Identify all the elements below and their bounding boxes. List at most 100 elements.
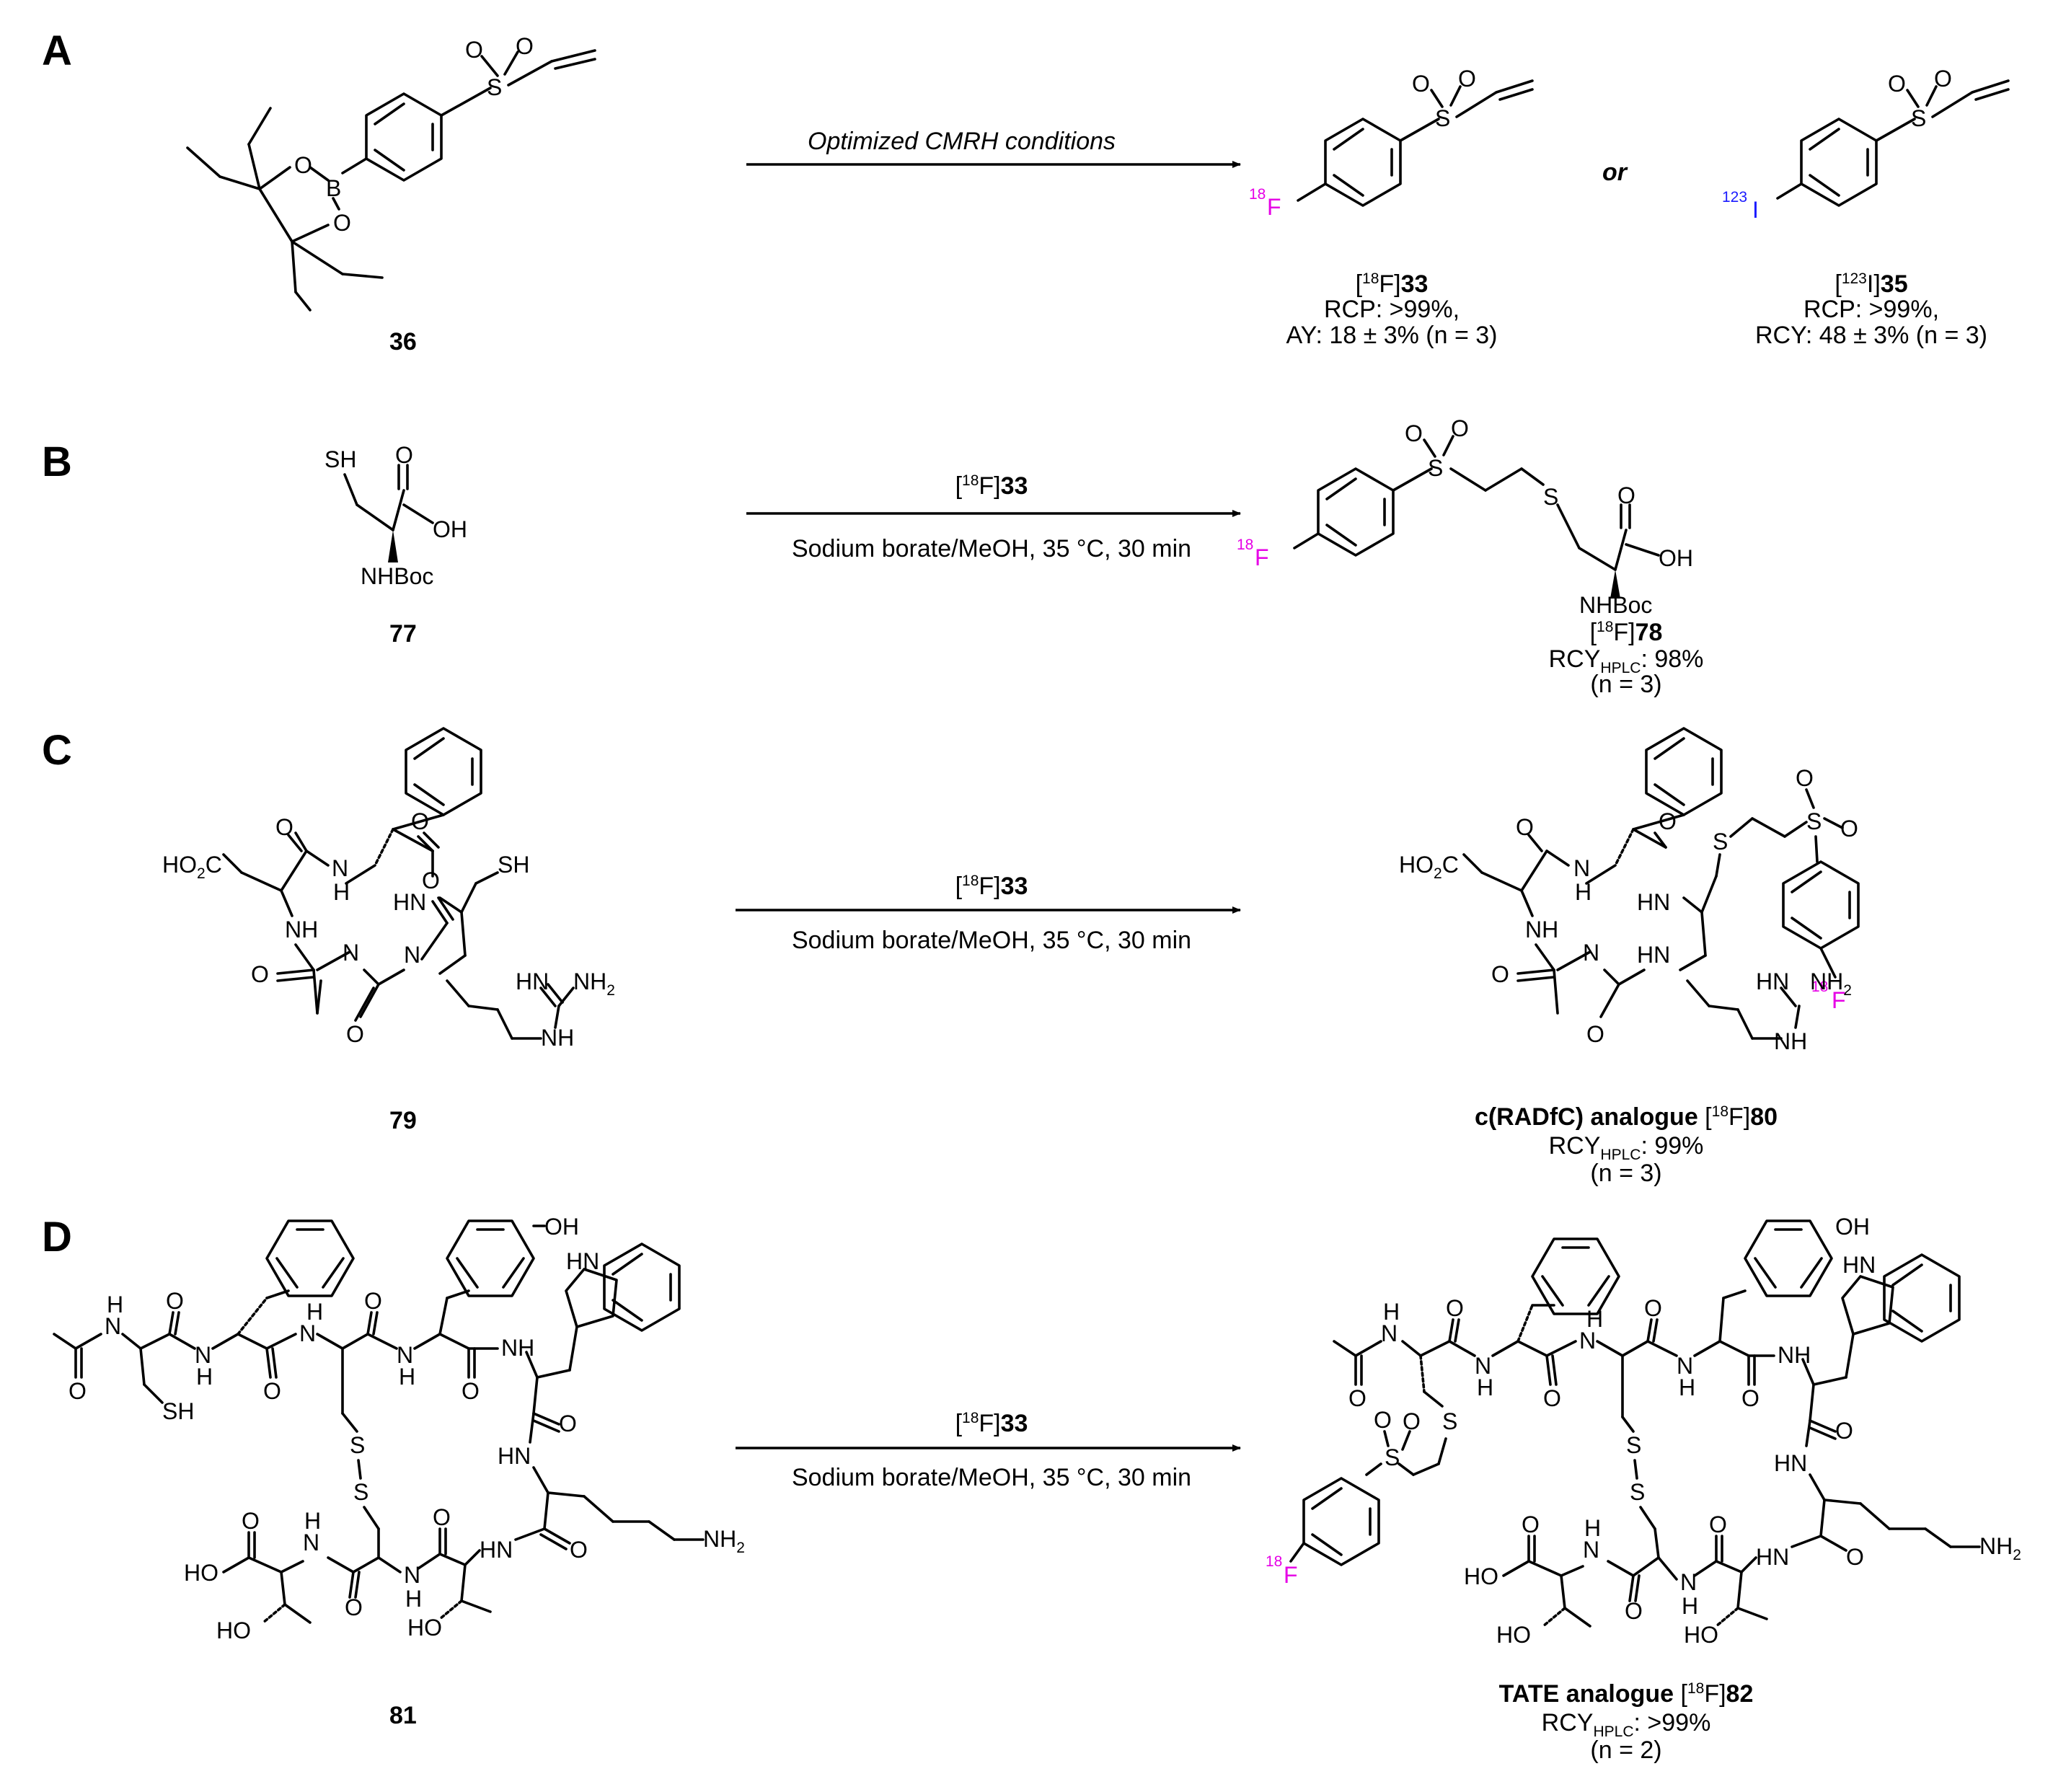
svg-text:O: O (1543, 1385, 1561, 1411)
svg-text:N: N (1475, 1353, 1491, 1379)
product-80-n: (n = 3) (1590, 1160, 1661, 1187)
svg-text:S: S (1428, 455, 1443, 481)
nh2-80: NH2 (1810, 968, 1852, 999)
svg-text:O: O (1934, 66, 1952, 92)
svg-text:OH: OH (544, 1214, 579, 1240)
product-82-label: TATE analogue [18F]82 (1499, 1680, 1754, 1708)
svg-text:F: F (1832, 987, 1846, 1013)
svg-text:O: O (251, 961, 269, 987)
panel-b-letter: B (42, 438, 72, 485)
svg-text:H: H (1679, 1374, 1695, 1400)
svg-text:HN: HN (1637, 942, 1670, 968)
svg-text:O: O (1458, 66, 1476, 92)
svg-text:OH: OH (1835, 1214, 1870, 1240)
svg-text:HO: HO (216, 1617, 251, 1643)
nh2-82: NH2 (1979, 1533, 2021, 1563)
svg-text:O: O (1586, 1021, 1604, 1047)
svg-text:S: S (353, 1479, 368, 1505)
svg-text:H: H (1682, 1593, 1698, 1619)
svg-text:H: H (1584, 1515, 1601, 1541)
svg-text:N: N (397, 1342, 413, 1368)
panel-b: B SH O OH NHBoc 77 [18F]33 Sodium borate… (42, 415, 1703, 698)
panel-c: C N H O HO2C NH O N (42, 727, 1860, 1187)
compound-77-label: 77 (389, 620, 417, 648)
svg-text:O: O (1796, 765, 1814, 791)
product-35-rcy: RCY: 48 ± 3% (n = 3) (1755, 322, 1987, 349)
svg-text:N: N (1579, 1328, 1596, 1354)
svg-text:NH: NH (1525, 917, 1558, 943)
svg-text:O: O (1412, 71, 1430, 97)
svg-text:123: 123 (1722, 189, 1747, 206)
svg-text:O: O (422, 868, 440, 893)
product-33-rcp: RCP: >99%, (1324, 296, 1460, 323)
product-80-label: c(RADfC) analogue [18F]80 (1475, 1103, 1778, 1131)
svg-text:F: F (1255, 544, 1269, 570)
svg-text:HN: HN (498, 1443, 531, 1469)
panel-d: D OH O N H SH O N H (42, 1214, 2021, 1764)
svg-text:N: N (343, 940, 359, 966)
svg-text:O: O (166, 1288, 184, 1314)
svg-text:OH: OH (433, 516, 467, 542)
svg-text:O: O (559, 1411, 577, 1436)
svg-text:H: H (196, 1364, 213, 1390)
svg-text:S: S (1713, 829, 1728, 855)
svg-text:H: H (306, 1299, 323, 1325)
svg-text:S: S (1385, 1444, 1400, 1470)
svg-text:O: O (275, 814, 293, 840)
svg-text:S: S (1911, 105, 1926, 131)
svg-text:O: O (345, 1594, 363, 1620)
svg-text:O: O (1846, 1544, 1864, 1570)
svg-text:18: 18 (1237, 537, 1253, 553)
compound-77-structure: SH O OH NHBoc (324, 442, 467, 589)
product-33-ay: AY: 18 ± 3% (n = 3) (1286, 322, 1497, 349)
svg-text:HO: HO (407, 1615, 442, 1641)
svg-text:H: H (1477, 1374, 1493, 1400)
svg-text:S: S (1543, 484, 1558, 510)
svg-text:HN: HN (1842, 1252, 1876, 1278)
product-33-structure: S O O 18 F (1249, 66, 1534, 220)
svg-text:I: I (1752, 197, 1759, 223)
svg-text:O: O (570, 1537, 588, 1563)
compound-81-structure: OH O N H SH O N H O (53, 1214, 745, 1643)
nh2-79: NH2 (573, 968, 615, 999)
svg-text:O: O (1617, 482, 1635, 508)
svg-text:O: O (1644, 1295, 1662, 1321)
product-80-structure: N H O HO2C NH O N O HN O HN (1399, 727, 1860, 1054)
svg-text:O: O (411, 808, 429, 834)
svg-text:N: N (1583, 940, 1599, 966)
svg-text:O: O (516, 33, 534, 59)
hooc-79: HO2C (162, 852, 222, 882)
svg-text:N: N (404, 1562, 420, 1588)
svg-text:O: O (1403, 1408, 1421, 1434)
panel-b-conditions-top: [18F]33 (955, 472, 1028, 500)
svg-text:HN: HN (1637, 889, 1670, 915)
panel-a-letter: A (42, 27, 72, 74)
svg-text:O: O (1451, 415, 1469, 441)
svg-text:H: H (333, 879, 350, 905)
svg-text:F: F (1267, 194, 1281, 220)
svg-text:O: O (1405, 420, 1423, 446)
svg-text:18: 18 (1266, 1553, 1282, 1570)
svg-text:O: O (1522, 1511, 1540, 1537)
svg-text:O: O (1741, 1385, 1760, 1411)
svg-text:HN: HN (393, 889, 426, 915)
product-78-structure: S O O S O OH NHBoc 18 F (1237, 415, 1693, 618)
svg-text:HO: HO (1464, 1563, 1498, 1589)
svg-text:O: O (69, 1378, 87, 1404)
svg-text:O: O (364, 1288, 382, 1314)
svg-text:S: S (1806, 808, 1822, 834)
svg-text:NHBoc: NHBoc (361, 563, 433, 589)
svg-text:SH: SH (498, 852, 529, 878)
svg-text:HO: HO (1496, 1622, 1531, 1648)
panel-d-letter: D (42, 1214, 72, 1261)
svg-text:HN: HN (480, 1537, 513, 1563)
svg-text:F: F (1284, 1562, 1298, 1588)
svg-text:O: O (294, 152, 312, 178)
svg-text:SH: SH (162, 1398, 194, 1424)
product-78-n: (n = 3) (1590, 671, 1661, 698)
product-78-yield: RCYHPLC: 98% (1549, 645, 1704, 676)
svg-text:N: N (105, 1313, 121, 1339)
panel-c-conditions-bottom: Sodium borate/MeOH, 35 °C, 30 min (792, 927, 1191, 954)
svg-text:O: O (333, 210, 351, 236)
